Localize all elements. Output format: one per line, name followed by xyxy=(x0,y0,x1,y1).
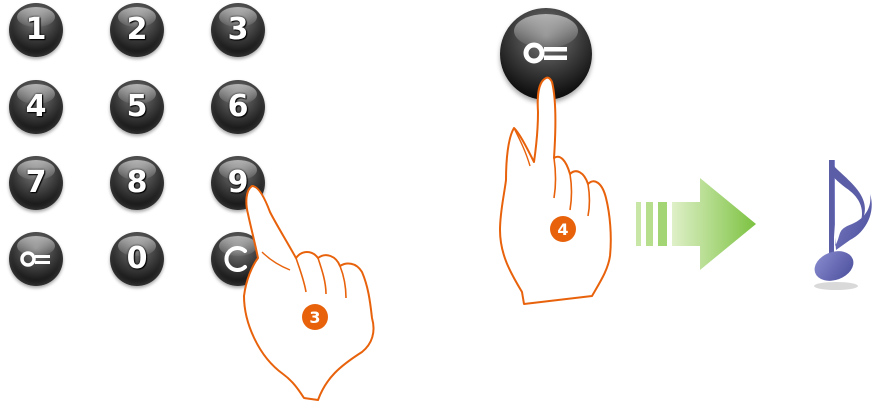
step-badge-4: 4 xyxy=(550,216,576,242)
arrow-right-icon xyxy=(636,178,756,270)
music-note-icon xyxy=(810,160,871,290)
hand-pointing-icon xyxy=(244,186,374,400)
step-badge-3: 3 xyxy=(302,304,328,330)
hand-pointing-icon xyxy=(500,78,611,304)
